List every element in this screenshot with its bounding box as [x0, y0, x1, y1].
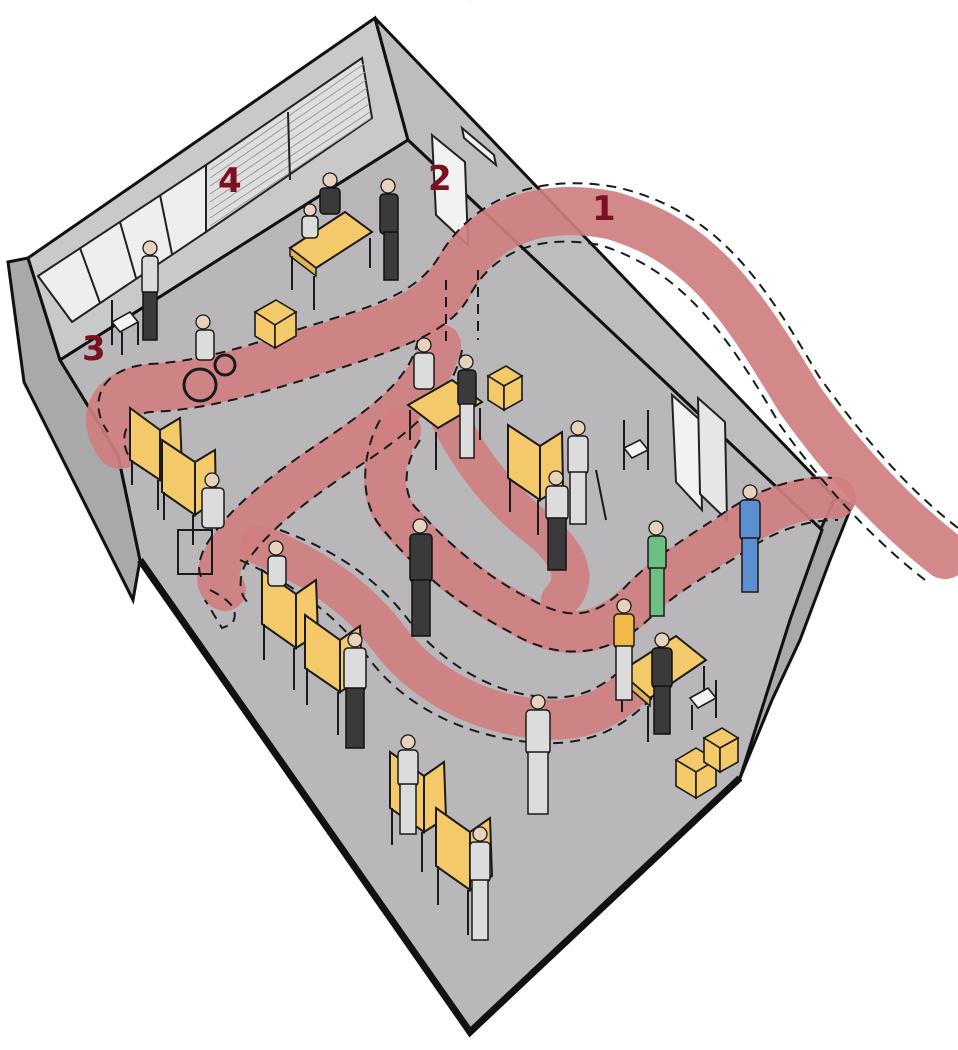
label-4: 4 — [218, 161, 242, 201]
voter-at-booth — [470, 827, 490, 940]
voter-walking — [526, 695, 550, 814]
label-1: 1 — [592, 189, 616, 229]
voter-at-booth — [344, 633, 366, 748]
voter-at-booth — [546, 471, 568, 570]
label-3: 3 — [82, 329, 106, 369]
ballot-box — [704, 728, 738, 772]
poll-worker — [652, 633, 672, 734]
voter-seated-booth — [268, 541, 286, 586]
voter-walking — [410, 519, 432, 636]
voter-with-crutch — [614, 599, 634, 700]
label-2: 2 — [428, 159, 452, 199]
person-standing — [142, 241, 158, 340]
person-blue — [740, 485, 760, 592]
voter-at-booth — [398, 735, 418, 834]
ballot-box — [488, 366, 522, 410]
